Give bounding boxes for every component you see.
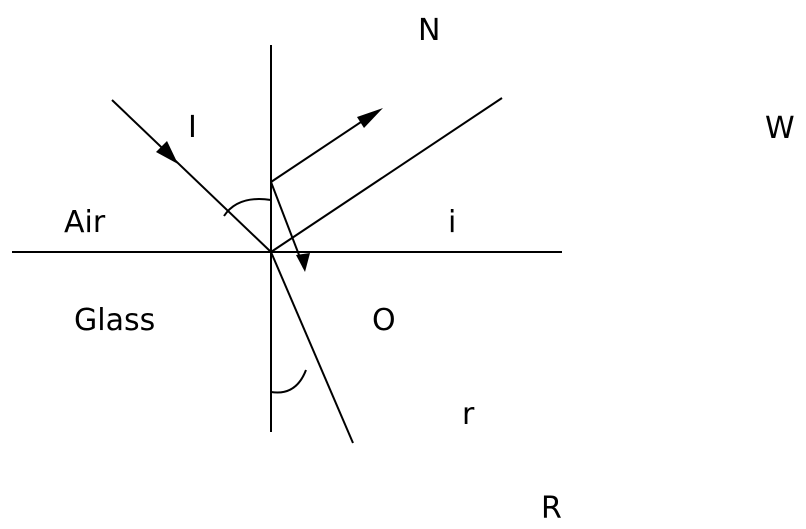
label-air: Air — [64, 205, 106, 240]
label-angle-r: r — [462, 397, 475, 432]
refracted-ray — [270, 251, 354, 444]
wavefront-line — [270, 97, 503, 253]
label-angle-i: i — [448, 205, 456, 240]
angle-r-arc — [270, 369, 307, 394]
label-refracted: R — [541, 491, 562, 526]
angle-i-arc — [223, 198, 272, 217]
label-incident: I — [188, 110, 197, 145]
incident-ray-arrowhead — [156, 141, 178, 164]
perpendicular-arrowhead — [296, 253, 310, 272]
label-normal: N — [418, 13, 440, 48]
perpendicular-arrow — [270, 181, 305, 269]
label-glass: Glass — [74, 303, 155, 338]
label-wavefront: W — [765, 111, 795, 146]
parallel-arrow — [270, 115, 371, 183]
parallel-arrowhead — [357, 108, 383, 128]
incident-ray — [111, 99, 272, 253]
label-origin: O — [372, 303, 396, 338]
